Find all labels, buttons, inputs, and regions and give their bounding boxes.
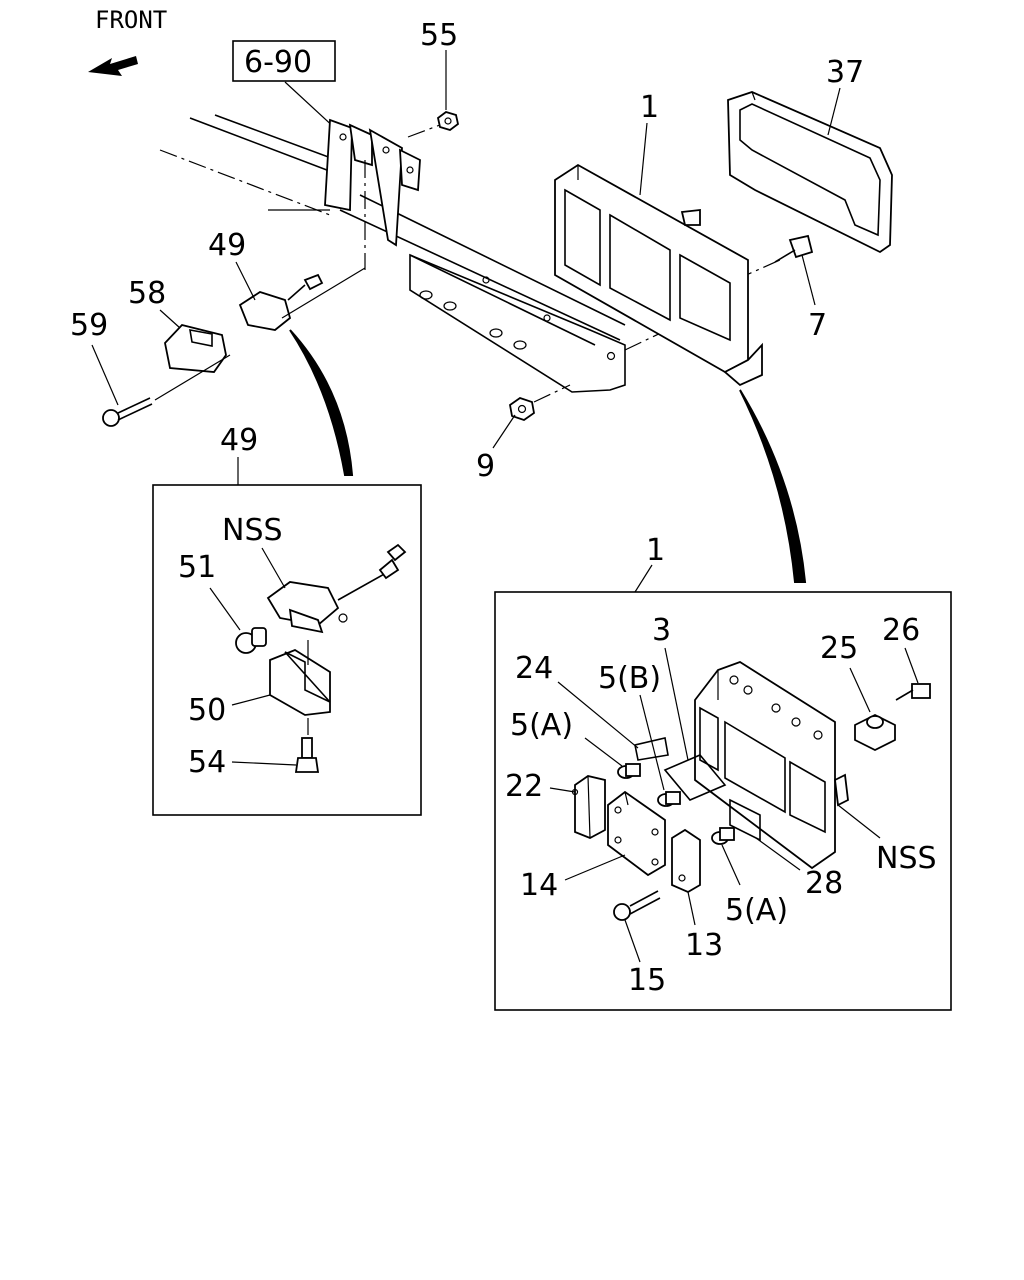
- gasket-3: [663, 754, 727, 801]
- callout-49-box: 49: [220, 423, 258, 458]
- screw-59: [102, 354, 231, 427]
- callout-59: 59: [70, 308, 108, 343]
- callout-1-box: 1: [646, 533, 665, 568]
- housing-detail: [694, 661, 849, 870]
- callout-28: 28: [805, 866, 843, 901]
- plate-14: [607, 790, 666, 877]
- cover-37: [727, 91, 893, 254]
- sensor-49: [238, 267, 366, 331]
- callout-26: 26: [882, 613, 920, 648]
- bolt-26: [895, 683, 931, 701]
- callout-5a-top: 5(A): [510, 708, 573, 743]
- nut-55: [436, 111, 460, 131]
- detail-pointer-left: [289, 329, 354, 476]
- callout-55: 55: [420, 18, 458, 53]
- callout-58: 58: [128, 276, 166, 311]
- callout-22: 22: [505, 769, 543, 804]
- control-unit: [554, 163, 763, 387]
- bolt-54: [294, 718, 320, 773]
- callout-5a-bottom: 5(A): [725, 893, 788, 928]
- callout-9: 9: [476, 449, 495, 484]
- sheet-24: [634, 737, 669, 761]
- nss-left-label: NSS: [222, 513, 283, 548]
- bracket-13: [671, 828, 701, 894]
- callout-13: 13: [685, 928, 723, 963]
- callout-54: 54: [188, 745, 226, 780]
- cover-58: [164, 323, 227, 373]
- sensor-assembly-detail: [266, 543, 407, 634]
- callout-3: 3: [652, 613, 671, 648]
- washer-25: [854, 713, 896, 752]
- bracket: [324, 118, 441, 270]
- nut-9: [509, 384, 571, 421]
- callout-37: 37: [826, 55, 864, 90]
- bulb-51: [235, 627, 267, 654]
- pin-5a-top: [617, 763, 641, 779]
- reference-box: 6-90: [232, 40, 336, 82]
- callout-15: 15: [628, 963, 666, 998]
- pin-5b: [657, 791, 681, 807]
- clip-50: [269, 640, 331, 716]
- callout-50: 50: [188, 693, 226, 728]
- front-label: FRONT: [95, 6, 167, 34]
- pad-28: [729, 798, 761, 842]
- callout-14: 14: [520, 868, 558, 903]
- callout-1-top: 1: [640, 90, 659, 125]
- cover-22: [571, 775, 606, 839]
- pin-5a-bottom: [711, 827, 735, 845]
- reference-label: 6-90: [244, 45, 312, 80]
- screw-15: [613, 890, 661, 921]
- detail-pointer-right: [739, 389, 807, 583]
- front-arrow-icon: [88, 56, 138, 76]
- nss-right-label: NSS: [876, 841, 937, 876]
- callout-24: 24: [515, 651, 553, 686]
- callout-25: 25: [820, 631, 858, 666]
- callout-49-top: 49: [208, 228, 246, 263]
- detail-box-sensor: [152, 484, 422, 816]
- callout-7: 7: [808, 308, 827, 343]
- callout-5b: 5(B): [598, 661, 661, 696]
- detail-box-control-unit: [494, 591, 952, 1011]
- bolt-7: [774, 234, 814, 263]
- callout-51: 51: [178, 550, 216, 585]
